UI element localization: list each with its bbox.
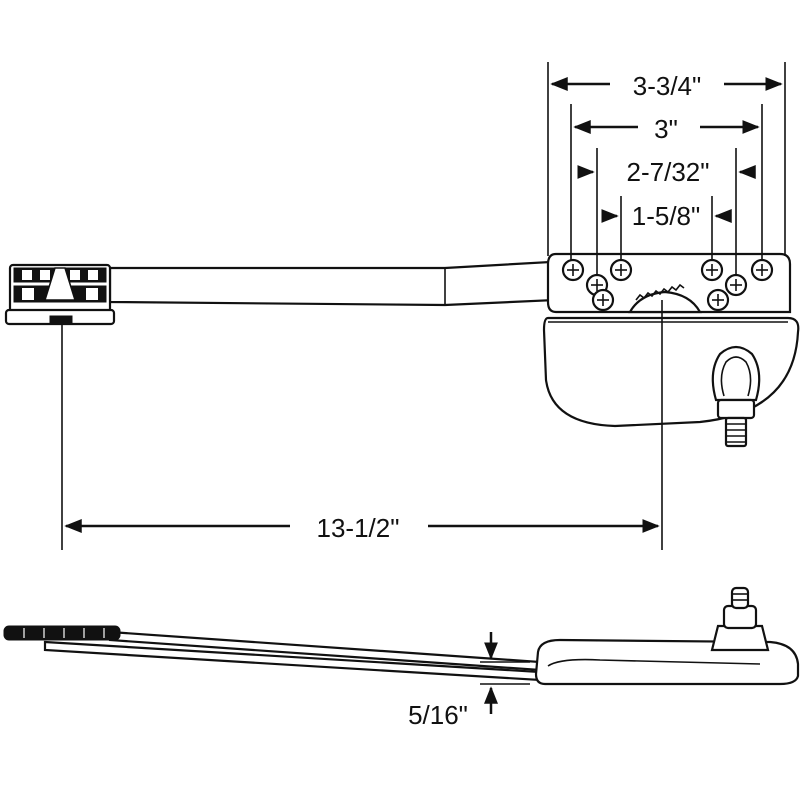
- side-stud: [710, 586, 770, 652]
- dimension-height-offset: 5/16": [408, 632, 530, 730]
- side-view: 5/16": [3, 586, 800, 730]
- dimension-height-offset-label: 5/16": [408, 700, 468, 730]
- screw-hole-4: [591, 288, 615, 312]
- dimension-hole-span-middle-label: 2-7/32": [627, 157, 710, 187]
- screw-holes: [561, 258, 774, 312]
- crank-knob: [711, 345, 761, 448]
- screw-hole-6: [724, 273, 748, 297]
- dimension-arm-length: 13-1/2": [61, 300, 663, 550]
- screw-hole-7: [750, 258, 774, 282]
- arm-shoe: [4, 263, 116, 326]
- screw-hole-1: [561, 258, 585, 282]
- dimension-arm-length-label: 13-1/2": [317, 513, 400, 543]
- dimension-hole-span-middle: 2-7/32": [577, 148, 756, 275]
- operator-arm: [108, 260, 558, 307]
- dimension-hole-span-outer: 3": [570, 104, 763, 260]
- side-arm: [43, 630, 542, 682]
- dimension-overall-width-label: 3-3/4": [633, 71, 702, 101]
- screw-hole-3: [609, 258, 633, 282]
- operator-housing: [542, 316, 800, 428]
- screw-hole-5: [700, 258, 724, 282]
- dimension-hole-span-inner: 1-5/8": [601, 196, 732, 260]
- gear-segment: [628, 283, 702, 314]
- dimension-hole-span-outer-label: 3": [654, 114, 678, 144]
- side-shoe: [3, 625, 121, 641]
- screw-hole-8: [706, 288, 730, 312]
- top-view: 3-3/4" 3" 2-7/32" 1-5/8": [4, 62, 800, 550]
- dimension-overall-width: 3-3/4": [547, 62, 786, 256]
- dimension-hole-span-inner-label: 1-5/8": [632, 201, 701, 231]
